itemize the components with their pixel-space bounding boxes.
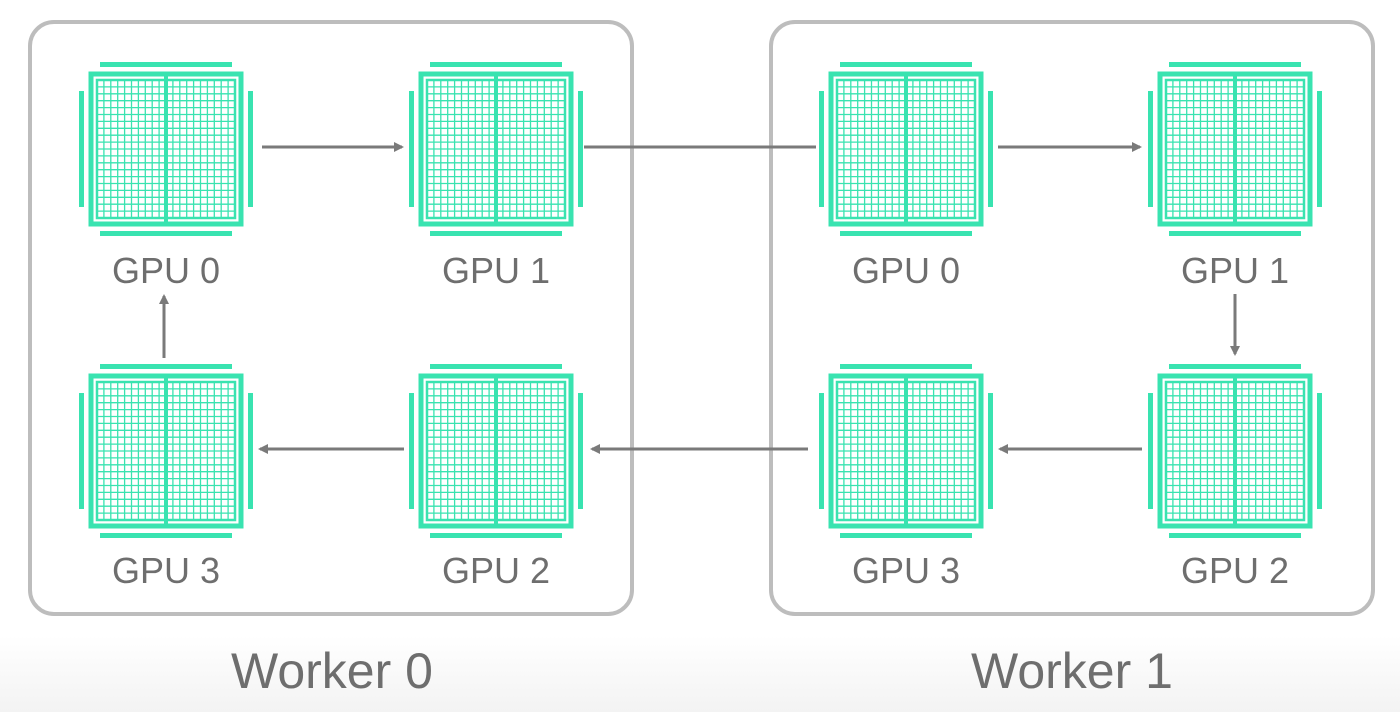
worker-0-label: Worker 0 <box>231 643 433 699</box>
worker-0-gpu-3-chip-icon <box>79 364 253 538</box>
worker-1-gpu-3-label: GPU 3 <box>852 550 960 591</box>
worker-1-gpu-2-label: GPU 2 <box>1181 550 1289 591</box>
worker-1-gpu-1-label: GPU 1 <box>1181 250 1289 291</box>
worker-0-gpu-0-label: GPU 0 <box>112 250 220 291</box>
worker-1-gpu-1-chip-icon <box>1148 62 1322 236</box>
worker-0-gpu-0-chip-icon <box>79 62 253 236</box>
gpu-chips <box>79 62 1322 538</box>
worker-0-gpu-2-chip-icon <box>409 364 583 538</box>
worker-1-gpu-0-label: GPU 0 <box>852 250 960 291</box>
worker-0-gpu-3-label: GPU 3 <box>112 550 220 591</box>
ring-connections <box>159 142 1240 454</box>
bottom-band <box>0 636 1400 712</box>
worker-1-gpu-3-chip-icon <box>819 364 993 538</box>
worker-0-gpu-1-chip-icon <box>409 62 583 236</box>
worker-1-gpu-0-chip-icon <box>819 62 993 236</box>
worker-1-label: Worker 1 <box>971 643 1173 699</box>
worker-0-box <box>28 20 634 616</box>
worker-1-gpu-2-chip-icon <box>1148 364 1322 538</box>
worker-0-gpu-2-label: GPU 2 <box>442 550 550 591</box>
worker-1-box <box>769 20 1375 616</box>
worker-0-gpu-1-label: GPU 1 <box>442 250 550 291</box>
